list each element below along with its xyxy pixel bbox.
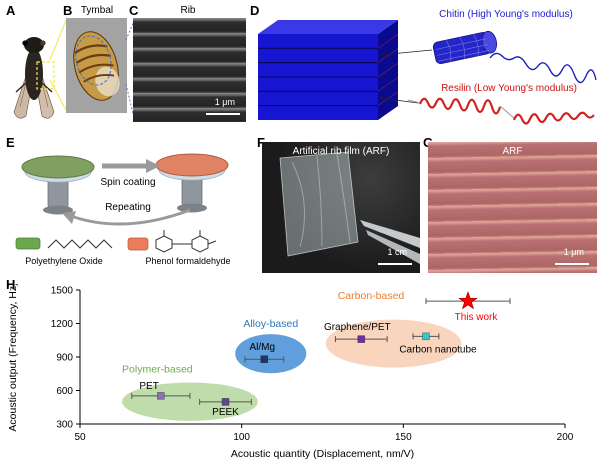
data-point-marker	[221, 398, 230, 406]
scale-bar-f	[378, 263, 412, 265]
pf-structure	[155, 230, 217, 253]
cicada-head	[24, 37, 44, 53]
arf-sem-title: ARF	[502, 146, 523, 157]
tweezers-icon	[360, 220, 420, 248]
rib-title: Rib	[180, 5, 196, 16]
scale-bar-label-c: 1 μm	[214, 97, 235, 107]
panel-label-b: B	[63, 3, 73, 18]
phenol-formaldehyde-label: Phenol formaldehyde	[145, 256, 231, 266]
tymbal-photo	[66, 18, 127, 113]
x-axis-title: Acoustic quantity (Displacement, nm/V)	[231, 448, 414, 460]
panel-label-e: E	[6, 135, 15, 150]
rib-sem-image: 1 μm	[133, 18, 246, 122]
tymbal-highlight-box	[36, 61, 55, 90]
data-point-label: PEEK	[212, 407, 239, 418]
panel-a-to-b-connector	[49, 17, 68, 113]
chitin-label: Chitin (High Young's modulus)	[439, 9, 573, 20]
y-tick-label: 1200	[51, 319, 74, 330]
this-work-star-marker	[458, 290, 478, 310]
layered-structure-diagram	[258, 20, 597, 125]
tymbal-title: Tymbal	[80, 5, 114, 16]
x-tick-label: 50	[74, 432, 86, 443]
panel-label-f: F	[257, 135, 265, 150]
repeating-label: Repeating	[105, 202, 151, 213]
arf-sem-image: ARF 1 μm	[428, 142, 597, 273]
data-point-marker	[157, 392, 165, 400]
group-ellipse	[122, 382, 258, 421]
data-point-marker	[422, 332, 430, 341]
panel-label-d: D	[250, 3, 260, 18]
data-point-label: Carbon nanotube	[399, 344, 477, 355]
group-ellipse	[325, 319, 462, 368]
resilin-connector-line	[379, 97, 419, 104]
arf-photo-title: Artificial rib film (ARF)	[292, 146, 390, 157]
chitin-fiber-icon	[432, 30, 498, 65]
scale-bar-c	[206, 113, 240, 115]
scale-bar-label-f: 1 cm	[387, 247, 407, 257]
spin-coater-left	[21, 155, 95, 215]
repeating-arrow	[73, 208, 191, 226]
group-label: Carbon-based	[338, 290, 405, 302]
resilin-coil-2	[512, 111, 595, 125]
polyethylene-oxide-label: Polyethylene Oxide	[25, 256, 103, 266]
data-point-label: This work	[455, 312, 499, 323]
y-tick-label: 600	[56, 386, 73, 397]
data-point-label: Al/Mg	[250, 342, 276, 353]
group-label: Alloy-based	[243, 318, 298, 330]
resilin-label: Resilin (Low Young's modulus)	[441, 83, 577, 94]
layer-interfaces	[258, 47, 378, 107]
pf-film-disk	[155, 153, 229, 177]
scale-bar-label-g: 1 μm	[563, 247, 584, 257]
spin-coating-diagram	[15, 153, 229, 253]
scale-bar-g	[555, 263, 589, 265]
group-label: Polymer-based	[122, 364, 193, 376]
x-tick-label: 200	[557, 432, 574, 443]
peo-structure	[47, 239, 113, 249]
group-ellipse	[235, 334, 307, 374]
y-tick-label: 300	[56, 420, 73, 431]
arf-photo: Artificial rib film (ARF) 1 cm	[262, 142, 420, 273]
data-point-marker	[357, 335, 366, 343]
spin-coater-right	[155, 153, 229, 213]
panel-label-a: A	[6, 3, 16, 18]
pf-swatch	[127, 237, 149, 251]
y-tick-label: 1500	[51, 286, 74, 297]
transparent-film	[279, 151, 359, 257]
chitin-connector-line	[379, 49, 433, 56]
data-point-label: PET	[139, 381, 158, 392]
cicada-body	[25, 48, 43, 100]
cube-top-face	[258, 20, 398, 34]
x-tick-label: 100	[233, 432, 250, 443]
panel-label-h: H	[6, 277, 16, 292]
data-point-marker	[260, 355, 269, 363]
y-axis-title: Acoustic output (Frequency, Hz)	[7, 284, 19, 432]
peo-film-disk	[21, 155, 95, 179]
rib-region-outline	[75, 35, 112, 86]
peo-swatch	[15, 237, 41, 250]
chitin-chain-squiggle	[489, 52, 597, 84]
data-point-label: Graphene/PET	[324, 322, 391, 333]
panel-b-to-c-connector	[125, 20, 135, 119]
cicada-photo	[13, 37, 55, 119]
x-tick-label: 150	[395, 432, 412, 443]
resilin-coil-1	[418, 97, 502, 115]
panel-label-c: C	[129, 3, 139, 18]
spin-coating-label: Spin coating	[100, 177, 156, 188]
y-tick-label: 900	[56, 353, 73, 364]
